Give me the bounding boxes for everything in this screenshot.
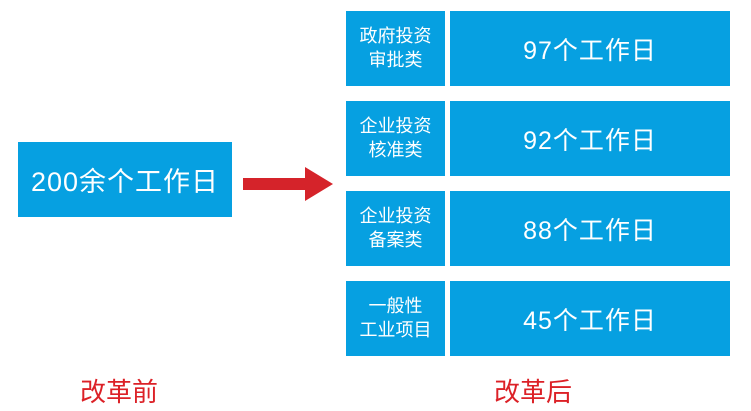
value-box-enterprise-verification: 92个工作日 xyxy=(450,101,730,176)
value-box-government-approval: 97个工作日 xyxy=(450,11,730,86)
category-box-general-industrial: 一般性 工业项目 xyxy=(346,281,445,356)
before-reform-box: 200余个工作日 xyxy=(18,142,232,217)
right-arrow-icon xyxy=(243,167,333,201)
caption-after-reform: 改革后 xyxy=(494,377,573,407)
category-box-enterprise-filing: 企业投资 备案类 xyxy=(346,191,445,266)
caption-before-reform: 改革前 xyxy=(80,377,159,407)
category-box-enterprise-verification: 企业投资 核准类 xyxy=(346,101,445,176)
value-box-general-industrial: 45个工作日 xyxy=(450,281,730,356)
category-box-government-approval: 政府投资 审批类 xyxy=(346,11,445,86)
value-box-enterprise-filing: 88个工作日 xyxy=(450,191,730,266)
